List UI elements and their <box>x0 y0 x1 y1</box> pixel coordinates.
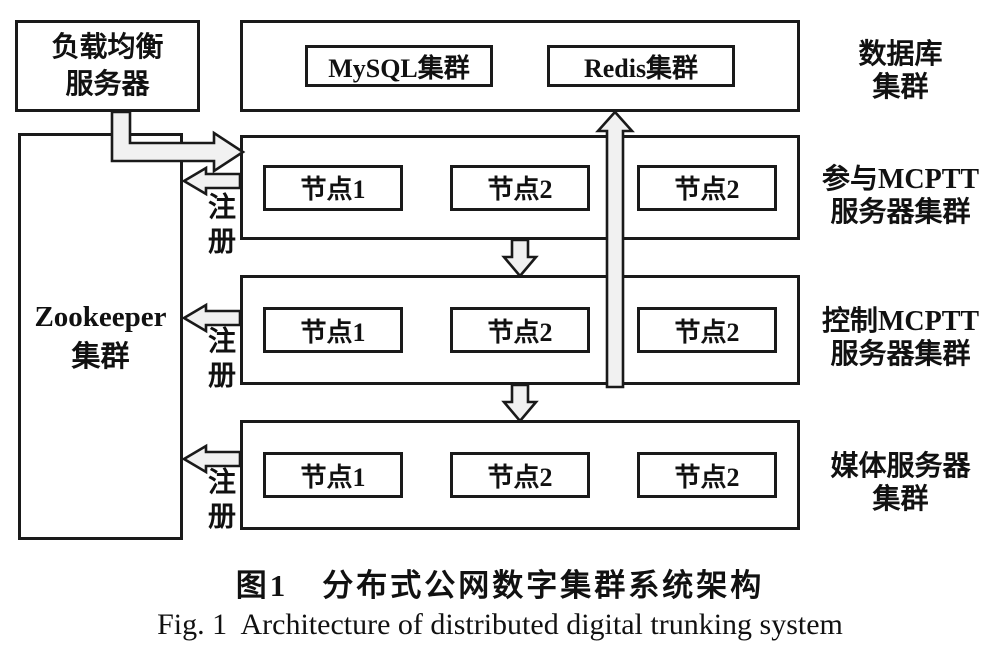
controlling-node-1: 节点1 <box>263 307 403 353</box>
controlling-side-label-line2: 服务器集群 <box>830 339 971 370</box>
arrow-participating-to-controlling <box>501 238 539 279</box>
load-balancer-box: 负载均衡 服务器 <box>15 20 200 112</box>
media-side-label-line1: 媒体服务器 <box>830 451 971 482</box>
arrow-participating-register-icon <box>181 165 242 197</box>
figure-caption-chinese: 图1 分布式公网数字集群系统架构 <box>235 568 765 603</box>
participating-node-1: 节点1 <box>263 164 403 211</box>
database-side-label-line1: 数据库 <box>858 39 943 70</box>
database-cluster-side-label: 数据库 集群 <box>803 38 998 104</box>
controlling-node-2: 节点2 <box>450 307 590 353</box>
register-label-participating: 注册 <box>204 192 235 260</box>
participating-side-label-line1: 参与MCPTT <box>821 164 980 195</box>
zookeeper-label-line1: Zookeeper <box>34 300 167 333</box>
load-balancer-label-line2: 服务器 <box>65 69 150 100</box>
participating-node-3: 节点2 <box>637 164 777 211</box>
participating-mcptt-side-label: 参与MCPTT 服务器集群 <box>803 163 998 229</box>
mysql-cluster-node: MySQL集群 <box>305 45 493 87</box>
media-node-2: 节点2 <box>450 452 590 498</box>
controlling-node-3: 节点2 <box>637 307 777 353</box>
database-cluster-box: MySQL集群 Redis集群 <box>240 20 800 112</box>
register-label-media: 注册 <box>204 467 235 535</box>
controlling-side-label-line1: 控制MCPTT <box>821 306 980 337</box>
zookeeper-label-line2: 集群 <box>71 340 130 373</box>
media-side-label-line2: 集群 <box>872 484 929 515</box>
participating-node-2: 节点2 <box>450 164 590 211</box>
media-server-cluster-box: 节点1 节点2 节点2 <box>240 420 800 530</box>
participating-side-label-line2: 服务器集群 <box>830 197 971 228</box>
media-node-3: 节点2 <box>637 452 777 498</box>
figure-caption-english: Fig. 1 Architecture of distributed digit… <box>157 608 843 641</box>
database-side-label-line2: 集群 <box>872 72 929 103</box>
redis-cluster-node: Redis集群 <box>547 45 735 87</box>
load-balancer-label-line1: 负载均衡 <box>51 32 164 63</box>
media-server-side-label: 媒体服务器 集群 <box>803 450 998 516</box>
register-label-controlling: 注册 <box>204 326 235 394</box>
media-node-1: 节点1 <box>263 452 403 498</box>
participating-mcptt-cluster-box: 节点1 节点2 节点2 <box>240 135 800 240</box>
arrow-controlling-to-media <box>501 383 539 424</box>
zookeeper-cluster-box: Zookeeper 集群 <box>18 133 183 540</box>
controlling-mcptt-side-label: 控制MCPTT 服务器集群 <box>803 305 998 371</box>
controlling-mcptt-cluster-box: 节点1 节点2 节点2 <box>240 275 800 385</box>
